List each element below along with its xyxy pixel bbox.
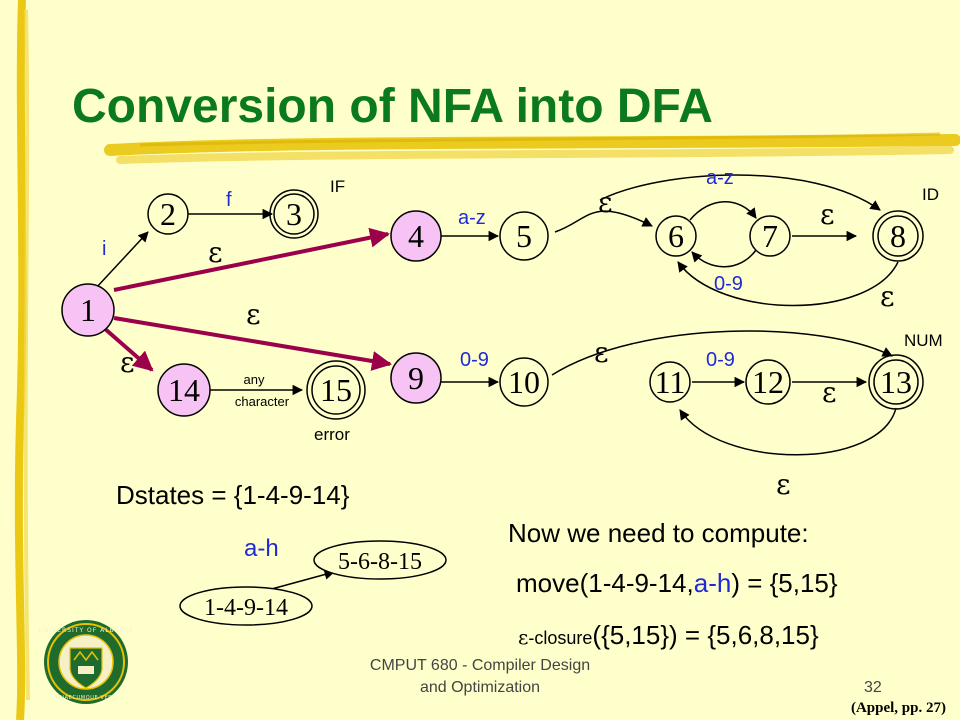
svg-text:UNIVERSITY OF ALBERTA: UNIVERSITY OF ALBERTA	[38, 627, 133, 634]
epsilon-label-1-4: ε	[208, 236, 223, 269]
compute-heading: Now we need to compute:	[508, 518, 809, 548]
nfa-state-10: 10	[499, 357, 549, 407]
closure-rest: ({5,15}) = {5,6,8,15}	[592, 620, 819, 650]
move-expression: move(1-4-9-14,a-h) = {5,15}	[516, 568, 838, 598]
nfa-state-15: 15	[306, 360, 366, 420]
accept-tag-id: ID	[922, 185, 939, 204]
accept-tag-num: NUM	[904, 331, 943, 350]
state-1-label: 1	[80, 292, 96, 328]
edge-label-i: i	[102, 238, 106, 260]
state-4-label: 4	[408, 218, 424, 254]
nfa-state-12: 12	[745, 359, 791, 405]
edge-label-digits-7-6: 0-9	[714, 273, 743, 295]
nfa-state-8: 8	[872, 210, 924, 262]
closure-epsilon: ε	[518, 625, 528, 649]
nfa-edges	[95, 174, 899, 456]
edge-label-digits-11-12: 0-9	[706, 349, 735, 371]
edge-label-f: f	[226, 189, 232, 211]
title-underline-brush	[104, 132, 960, 164]
nfa-state-13: 13	[868, 354, 924, 410]
move-symbol: a-h	[694, 568, 732, 598]
nfa-state-1: 1	[61, 283, 115, 337]
nfa-state-14: 14	[157, 363, 211, 417]
epsilon-label-10-11: ε	[594, 336, 609, 369]
state-12-label: 12	[752, 364, 784, 400]
accept-tag-if: IF	[330, 177, 345, 196]
page-number: 32	[864, 679, 882, 696]
state-13-label: 13	[880, 364, 912, 400]
nfa-state-2: 2	[147, 193, 189, 235]
edge-label-az-6-7: a-z	[706, 167, 734, 189]
epsilon-label-12-13: ε	[822, 376, 837, 409]
slide-title: Conversion of NFA into DFA	[72, 80, 713, 133]
nfa-state-9: 9	[390, 352, 442, 404]
state-11-label: 11	[655, 364, 686, 400]
edge-label-any: any	[244, 372, 265, 387]
edge-label-az-4-5: a-z	[458, 207, 486, 229]
move-prefix: move(1-4-9-14,	[516, 568, 694, 598]
edge-label-digits-9-10: 0-9	[460, 349, 489, 371]
state-8-label: 8	[890, 218, 906, 254]
state-10-label: 10	[508, 364, 540, 400]
closure-expression: ε-closure({5,15}) = {5,6,8,15}	[518, 620, 819, 650]
epsilon-label-5-6: ε	[598, 186, 613, 219]
nfa-state-7: 7	[749, 215, 791, 257]
state-5-label: 5	[516, 218, 532, 254]
dfa-target-state	[313, 540, 447, 580]
epsilon-label-8-6: ε	[880, 280, 895, 313]
decorative-left-bar	[14, 0, 30, 720]
footer-course-line2: and Optimization	[420, 679, 540, 696]
nfa-state-6: 6	[655, 215, 697, 257]
footer-course-line1: CMPUT 680 - Compiler Design	[370, 657, 590, 674]
state-6-label: 6	[668, 218, 684, 254]
nfa-state-11: 11	[649, 361, 691, 403]
nfa-state-3: 3	[269, 189, 319, 239]
state-15-label: 15	[320, 372, 352, 408]
state-14-label: 14	[168, 372, 200, 408]
nfa-state-4: 4	[390, 210, 442, 262]
dfa-fragment: a-h 1-4-9-14 5-6-8-15	[179, 535, 447, 626]
dfa-edge-label: a-h	[244, 535, 279, 562]
citation: (Appel, pp. 27)	[851, 700, 946, 716]
dfa-start-state-label: 1-4-9-14	[204, 595, 288, 621]
epsilon-label-1-14: ε	[120, 346, 135, 379]
dfa-start-state	[179, 586, 313, 626]
university-seal-logo: UNIVERSITY OF ALBERTA QUAECUMQUE VERA	[38, 620, 133, 704]
state-3-label: 3	[286, 196, 302, 232]
state-2-label: 2	[160, 196, 176, 232]
svg-text:QUAECUMQUE VERA: QUAECUMQUE VERA	[56, 695, 116, 701]
nfa-state-5: 5	[499, 211, 549, 261]
closure-word: -closure	[528, 628, 592, 648]
epsilon-label-13-11: ε	[776, 468, 791, 501]
state-7-label: 7	[762, 218, 778, 254]
epsilon-label-1-9: ε	[246, 298, 261, 331]
accept-tag-error: error	[314, 425, 350, 444]
dstates-text: Dstates = {1-4-9-14}	[116, 480, 350, 510]
epsilon-label-7-8: ε	[820, 198, 835, 231]
move-suffix: ) = {5,15}	[731, 568, 838, 598]
edge-label-character: character	[235, 394, 290, 409]
state-9-label: 9	[408, 360, 424, 396]
dfa-target-state-label: 5-6-8-15	[338, 549, 422, 575]
